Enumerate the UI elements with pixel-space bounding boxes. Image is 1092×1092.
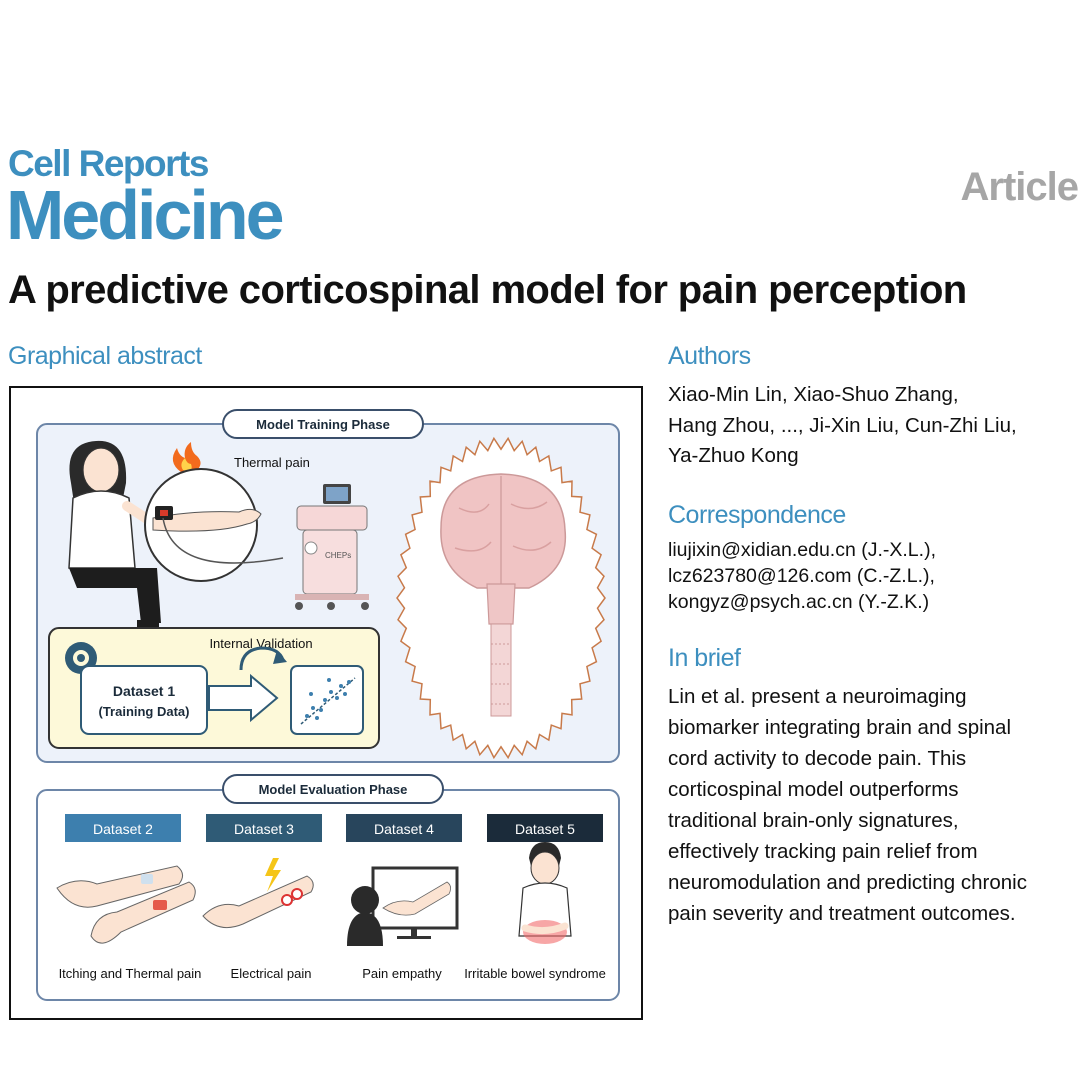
fire-icon — [172, 442, 201, 474]
training-phase-badge — [222, 409, 424, 439]
internal-validation-label: Internal Validation — [209, 636, 312, 651]
email-link[interactable]: lcz623780@126.com (C.-Z.L.), — [668, 565, 935, 587]
dataset-tag: Dataset 3 — [206, 814, 322, 842]
in-brief-line: effectively tracking pain relief from — [668, 840, 978, 863]
dataset-tag: Dataset 5 — [487, 814, 603, 842]
in-brief-heading: In brief — [668, 644, 741, 672]
in-brief-text: Lin et al. present a neuroimaging biomar… — [668, 681, 1083, 929]
graphical-abstract-figure: Model Training Phase Thermal pain CHEPs … — [9, 386, 643, 1020]
authors-heading: Authors — [668, 342, 751, 370]
ibs-patient-illustration — [518, 842, 572, 944]
journal-name-line1: Cell Reports — [8, 143, 209, 184]
dataset4-tag: Dataset 4 — [374, 821, 434, 837]
dataset-tag: Dataset 4 — [346, 814, 462, 842]
evaluation-phase-label: Model Evaluation Phase — [259, 782, 408, 797]
email-link[interactable]: kongyz@psych.ac.cn (Y.-Z.K.) — [668, 591, 930, 613]
in-brief-line: corticospinal model outperforms — [668, 778, 959, 801]
dataset2-caption: Itching and Thermal pain — [59, 966, 202, 981]
paper-title: A predictive corticospinal model for pai… — [8, 268, 967, 312]
email-link[interactable]: liujixin@xidian.edu.cn (J.-X.L.), — [668, 539, 936, 561]
in-brief-line: cord activity to decode pain. This — [668, 747, 967, 770]
cheps-device-label: CHEPs — [325, 551, 351, 560]
evaluation-phase-badge — [222, 774, 444, 804]
author-line: Ya-Zhuo Kong — [668, 444, 799, 467]
graphical-abstract-heading: Graphical abstract — [8, 342, 202, 370]
dataset-tag: Dataset 2 — [65, 814, 181, 842]
arm-stimulation-closeup — [144, 468, 284, 582]
cheps-stimulator-device: CHEPs — [295, 484, 369, 610]
training-phase-label: Model Training Phase — [256, 417, 390, 432]
correspondence-heading: Correspondence — [668, 501, 846, 529]
dataset3-caption: Electrical pain — [231, 966, 312, 981]
dataset1-subtitle: (Training Data) — [98, 704, 189, 719]
in-brief-line: biomarker integrating brain and spinal — [668, 716, 1012, 739]
dataset2-tag: Dataset 2 — [93, 821, 153, 837]
journal-name-line2: Medicine — [6, 176, 285, 254]
author-line: Xiao-Min Lin, Xiao-Shuo Zhang, — [668, 383, 959, 406]
dataset5-caption: Irritable bowel syndrome — [464, 966, 606, 981]
dataset5-tag-bg — [487, 814, 603, 842]
itching-thermal-arms-illustration — [56, 865, 196, 944]
pain-empathy-illustration — [347, 866, 459, 946]
graphical-abstract-svg: Model Training Phase Thermal pain CHEPs … — [36, 409, 620, 1001]
dataset3-tag-bg — [206, 814, 322, 842]
author-list: Xiao-Min Lin, Xiao-Shuo Zhang, Hang Zhou… — [668, 380, 1068, 472]
lightning-icon — [265, 858, 281, 892]
dataset1-box — [80, 665, 208, 735]
electrical-arm-illustration — [202, 858, 314, 929]
correspondence-list: liujixin@xidian.edu.cn (J.-X.L.), lcz623… — [668, 537, 1068, 615]
dataset4-tag-bg — [346, 814, 462, 842]
in-brief-line: traditional brain-only signatures, — [668, 809, 959, 832]
dataset2-tag-bg — [65, 814, 181, 842]
in-brief-line: pain severity and treatment outcomes. — [668, 902, 1016, 925]
article-type-label: Article — [960, 165, 1079, 209]
in-brief-line: neuromodulation and predicting chronic — [668, 871, 1027, 894]
participant-illustration — [68, 440, 172, 628]
dataset5-tag: Dataset 5 — [515, 821, 575, 837]
author-line: Hang Zhou, ..., Ji-Xin Liu, Cun-Zhi Liu, — [668, 413, 1017, 437]
dataset4-caption: Pain empathy — [362, 966, 442, 981]
thermal-pain-label: Thermal pain — [234, 455, 310, 470]
arrow-right-icon — [208, 673, 279, 723]
brain-spinal-cord-illustration — [396, 436, 606, 760]
in-brief-line: Lin et al. present a neuroimaging — [668, 685, 967, 708]
dataset3-tag: Dataset 3 — [234, 821, 294, 837]
dataset1-title: Dataset 1 — [113, 683, 175, 699]
